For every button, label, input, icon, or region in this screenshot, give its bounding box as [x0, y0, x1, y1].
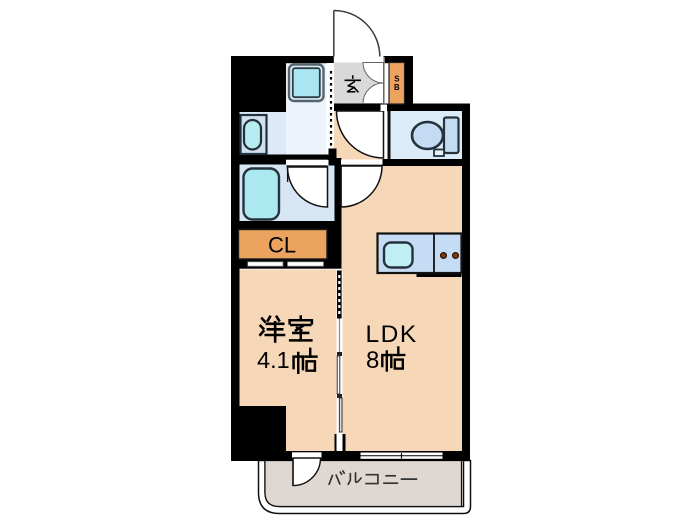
svg-text:S: S — [394, 75, 399, 84]
svg-text:CL: CL — [268, 233, 296, 258]
svg-text:B: B — [394, 83, 400, 92]
svg-text:4.1: 4.1 — [257, 347, 290, 373]
svg-text:LDK: LDK — [366, 321, 418, 348]
svg-text:8: 8 — [366, 347, 379, 374]
